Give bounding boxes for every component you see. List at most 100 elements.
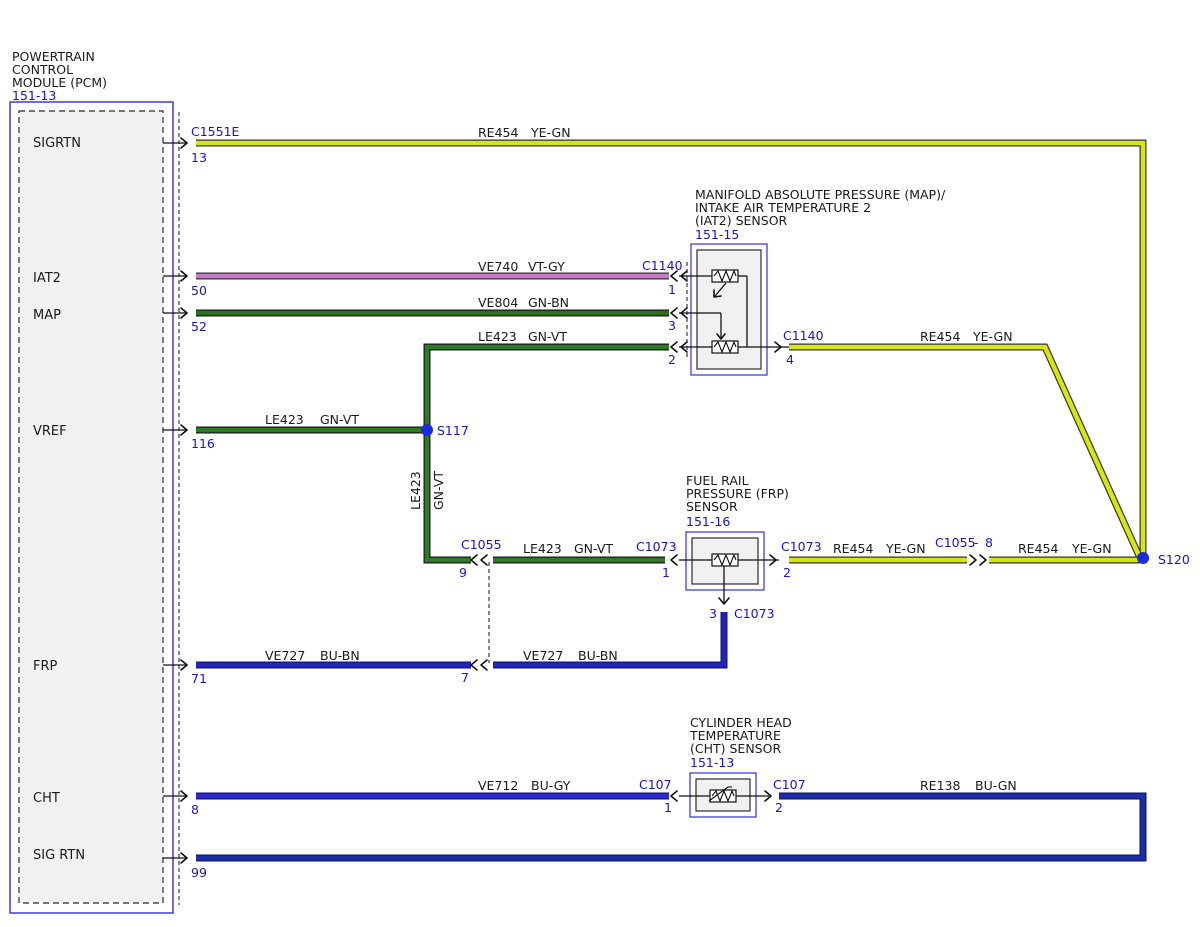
- wire-re454-top: [196, 139, 1147, 558]
- splice-s120-label: S120: [1158, 552, 1190, 567]
- frp-sensor-title-line-1: FUEL RAIL: [686, 473, 749, 488]
- wire-re138-circuit: RE138: [920, 778, 960, 793]
- map-right-connector-label: C1140: [783, 328, 824, 343]
- cht-pin-2: 2: [775, 800, 783, 815]
- wire-ve740-color: VT-GY: [528, 259, 565, 274]
- map-pin4-arrow: [774, 341, 782, 353]
- map-sensor-outer-box: [690, 243, 768, 376]
- pcm-pin-frp: FRP: [33, 659, 58, 674]
- wire-ve727-pcm-color: BU-BN: [320, 648, 360, 663]
- frp-pin-3: 3: [709, 606, 717, 621]
- wire-re454-top-color: YE-GN: [530, 125, 571, 140]
- frp-pin-2: 2: [783, 565, 791, 580]
- pcm-pinnum-116: 116: [191, 436, 215, 451]
- wire-re454-map-circuit: RE454: [920, 329, 960, 344]
- map-pin3-arrow: [670, 307, 678, 319]
- cht-sensor-title-line-1: CYLINDER HEAD: [690, 715, 792, 730]
- cht-pin1-arrow: [670, 790, 678, 802]
- pcm-pinnum-8: 8: [191, 802, 199, 817]
- map-pin-1: 1: [668, 282, 676, 297]
- wire-le423-vert-color: GN-VT: [431, 471, 446, 510]
- wire-le423-map-to-c1055: [423, 343, 669, 564]
- c1055-pin-7: 7: [461, 670, 469, 685]
- wire-le423-frp-circuit: LE423: [523, 541, 562, 556]
- c1055-label: C1055: [461, 537, 502, 552]
- wire-ve712-circuit: VE712: [478, 778, 518, 793]
- pcm-pinnum-50: 50: [191, 283, 207, 298]
- c1055-pin9-arrow-right: [480, 554, 488, 566]
- wire-le423-map-color: GN-VT: [528, 329, 567, 344]
- cht-sensor-title-line-3: (CHT) SENSOR: [690, 741, 781, 756]
- wire-re454-s120-color: YE-GN: [1071, 541, 1112, 556]
- frp-sensor-ref: 151-16: [686, 514, 730, 529]
- frp-bottom-connector-label: C1073: [734, 606, 775, 621]
- wire-ve740-circuit: VE740: [478, 259, 518, 274]
- cht-sensor-ref: 151-13: [690, 755, 734, 770]
- pcm-title-line-1: POWERTRAIN: [12, 49, 95, 64]
- pcm-outer-box: [9, 101, 174, 914]
- wire-ve727-frp-circuit: VE727: [523, 648, 563, 663]
- pcm-pin-map: MAP: [33, 308, 61, 323]
- pcm-pinnum-13: 13: [191, 150, 207, 165]
- pcm-pin-cht: CHT: [33, 791, 60, 806]
- c1055-pin7-arrow-right: [480, 659, 488, 671]
- map-pin3-arrow-2: [680, 307, 688, 319]
- cht-sensor: CYLINDER HEAD TEMPERATURE (CHT) SENSOR 1…: [639, 715, 806, 818]
- splice-s117-label: S117: [437, 423, 469, 438]
- wire-le423-vref-circuit: LE423: [265, 412, 304, 427]
- pcm-pin-vref: VREF: [33, 424, 67, 439]
- wire-re138-color: BU-GN: [975, 778, 1017, 793]
- wire-ve804-circuit: VE804: [478, 295, 518, 310]
- pcm-title-line-2: CONTROL: [12, 62, 73, 77]
- c1055-pin8-arrow-a: [969, 554, 977, 566]
- frp-pin3-arrow: [718, 597, 730, 605]
- frp-sensor-internal: [679, 559, 779, 604]
- wire-le423-map-circuit: LE423: [478, 329, 517, 344]
- wire-ve727-pcm-circuit: VE727: [265, 648, 305, 663]
- c1055-right-label: C1055: [935, 535, 976, 550]
- cht-sensor-outer-box: [689, 772, 757, 818]
- inline-connector-c1055: C1055 9 7 C1055 - 8: [459, 535, 993, 685]
- c1055-pin9-arrow-left: [470, 554, 478, 566]
- frp-pressure-element-icon: [711, 553, 739, 567]
- cht-pin-1: 1: [664, 800, 672, 815]
- wire-ve712-color: BU-GY: [531, 778, 571, 793]
- wire-re454-top-circuit: RE454: [478, 125, 518, 140]
- pcm-pin-sigrtn: SIGRTN: [33, 136, 81, 151]
- frp-pin-1: 1: [662, 565, 670, 580]
- pcm-title-line-3: MODULE (PCM): [12, 75, 107, 90]
- map-sensor-title-line-3: (IAT2) SENSOR: [695, 213, 788, 228]
- frp-sensor-title-line-2: PRESSURE (FRP): [686, 486, 789, 501]
- pcm-connector-c1551e: C1551E: [191, 124, 240, 139]
- splice-s117: S117: [421, 423, 469, 438]
- map-iat2-sensor: MANIFOLD ABSOLUTE PRESSURE (MAP)/ INTAKE…: [642, 187, 946, 376]
- pcm-pin-sig-rtn: SIG RTN: [33, 848, 85, 863]
- map-connector-label: C1140: [642, 258, 683, 273]
- frp-connector-label: C1073: [636, 539, 677, 554]
- frp-right-connector-label: C1073: [781, 539, 822, 554]
- cht-right-connector-label: C107: [773, 777, 806, 792]
- wire-re454-map-color: YE-GN: [972, 329, 1013, 344]
- map-pin-4: 4: [786, 352, 794, 367]
- map-pin1-arrow: [670, 270, 678, 282]
- wire-ve804-color: GN-BN: [528, 295, 569, 310]
- wire-ve727-frp: [493, 612, 728, 669]
- map-pin-2: 2: [668, 352, 676, 367]
- wire-le423-vref-color: GN-VT: [320, 412, 359, 427]
- cht-connector-label: C107: [639, 777, 672, 792]
- c1055-right-pin: 8: [985, 535, 993, 550]
- c1055-right-dash: -: [974, 535, 979, 550]
- frp-sensor-title-line-3: SENSOR: [686, 499, 738, 514]
- pcm-ref: 151-13: [12, 88, 56, 103]
- frp-sensor: FUEL RAIL PRESSURE (FRP) SENSOR 151-16 C…: [636, 473, 822, 621]
- map-pin-3: 3: [668, 318, 676, 333]
- pcm-inner-box: [18, 110, 164, 904]
- wire-le423-frp-color: GN-VT: [574, 541, 613, 556]
- wire-re454-s120-circuit: RE454: [1018, 541, 1058, 556]
- pcm-pinnum-99: 99: [191, 865, 207, 880]
- pcm-pin-arrows: [163, 137, 188, 864]
- iat2-thermistor-icon: [711, 269, 739, 283]
- pcm-pinnum-52: 52: [191, 319, 207, 334]
- wires: RE454 YE-GN VE740 VT-GY VE804 GN-BN LE42…: [196, 125, 1147, 862]
